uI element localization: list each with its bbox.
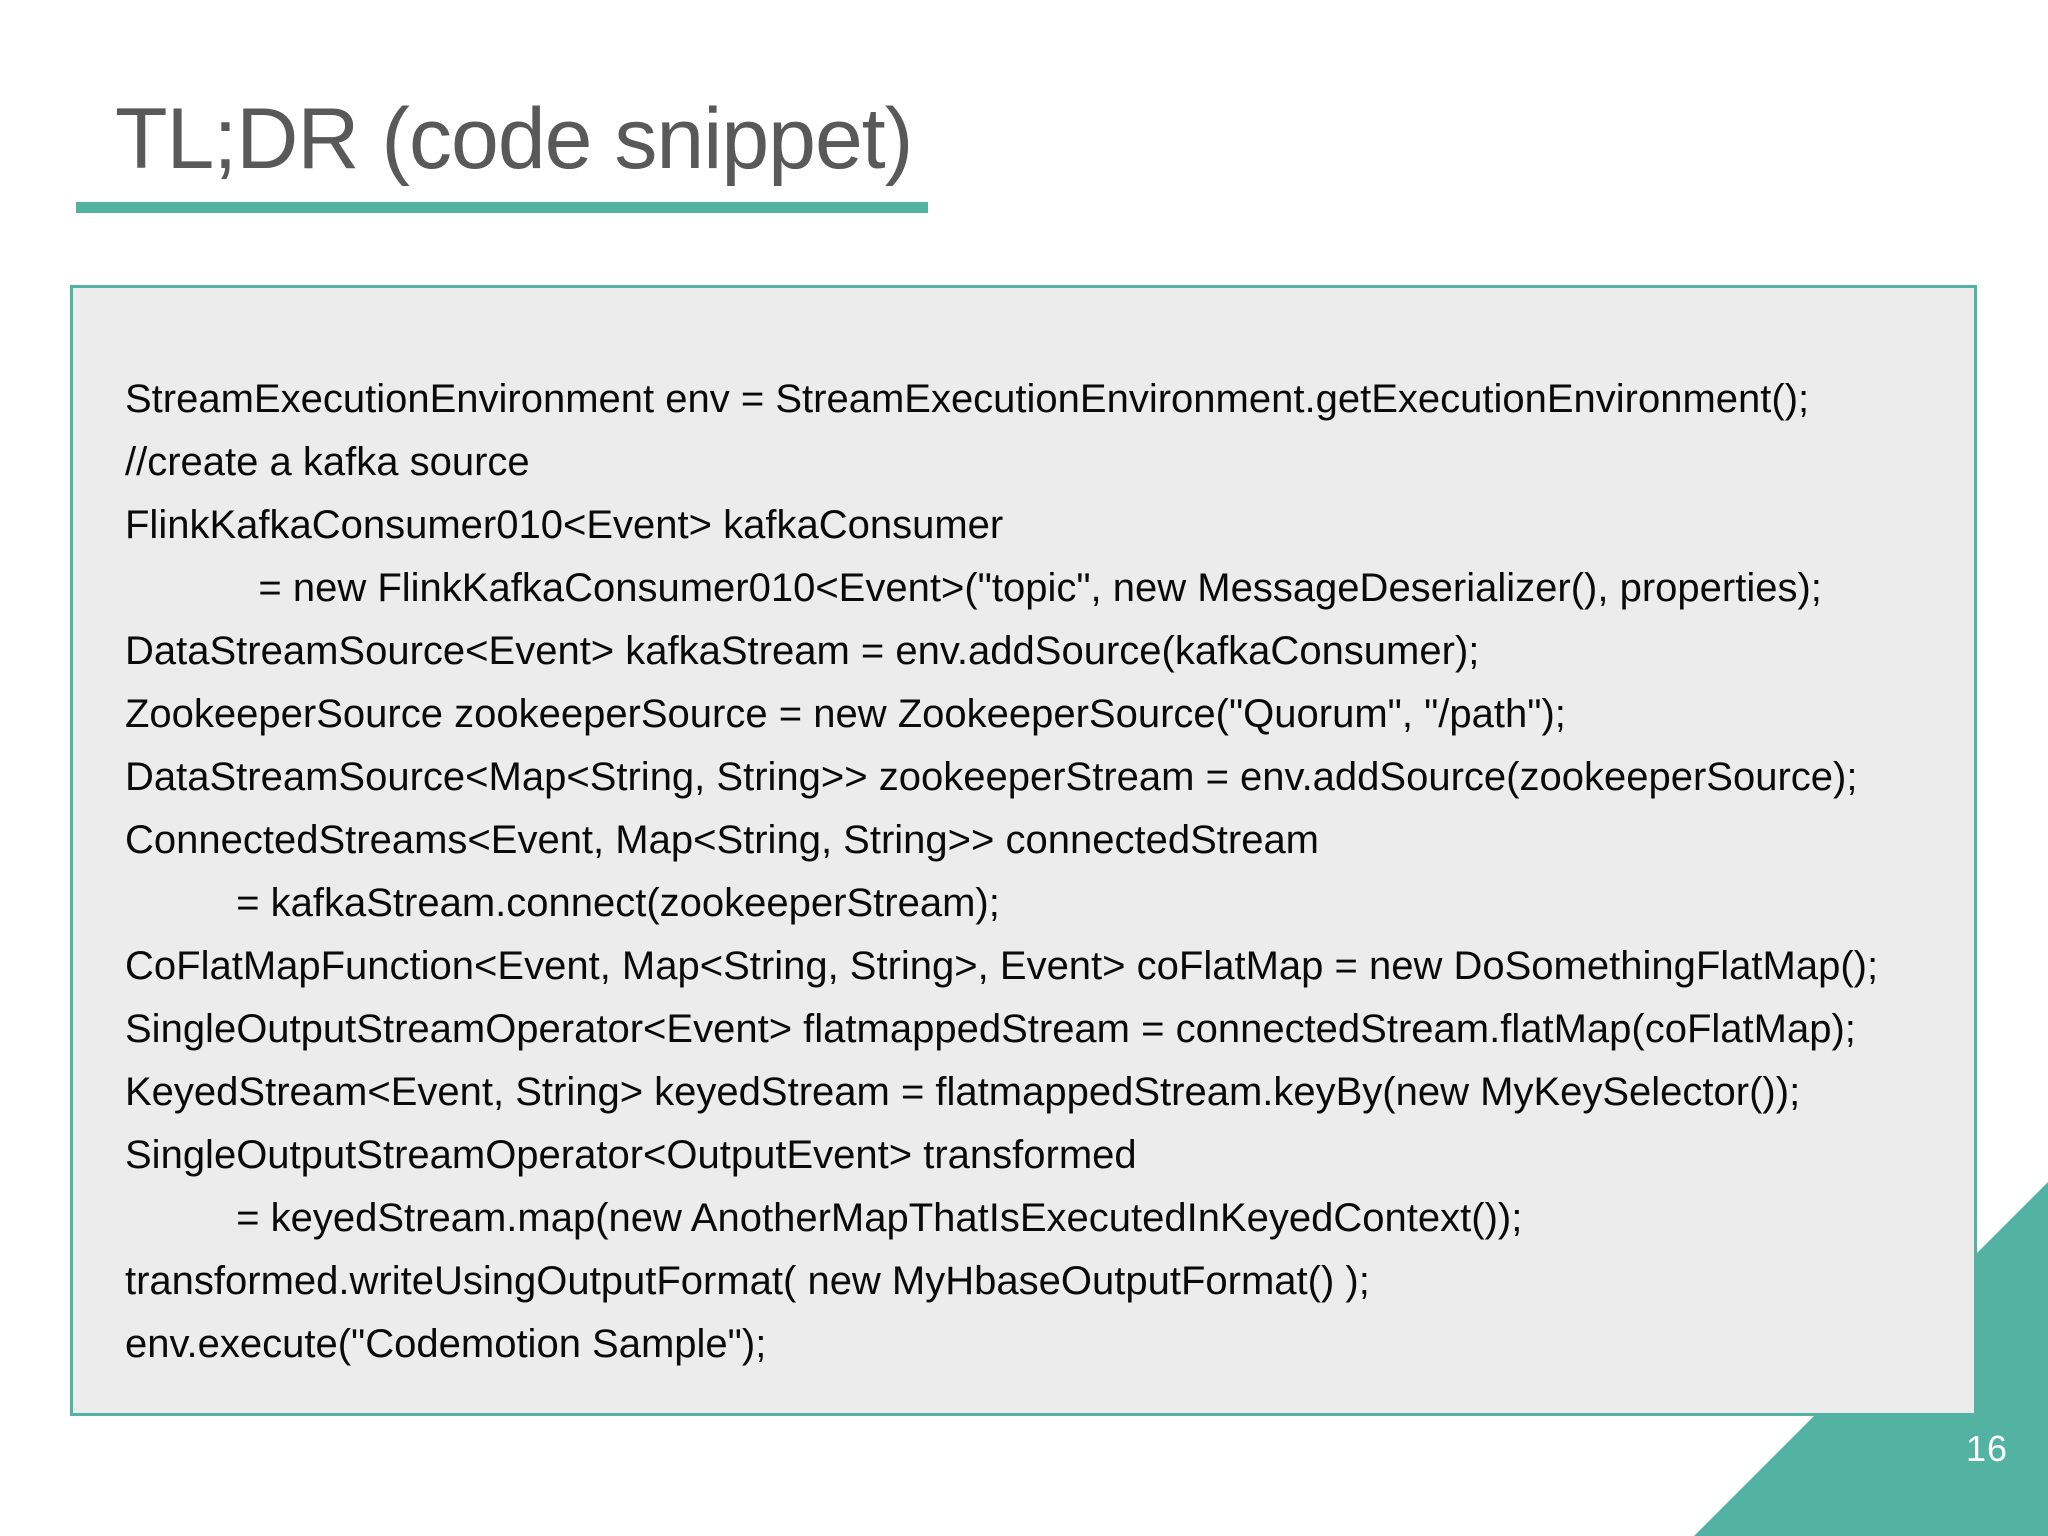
code-line: //create a kafka source bbox=[125, 440, 530, 484]
code-snippet-box: StreamExecutionEnvironment env = StreamE… bbox=[70, 285, 1977, 1416]
code-line: ConnectedStreams<Event, Map<String, Stri… bbox=[125, 818, 1320, 862]
page-number: 16 bbox=[1966, 1428, 2009, 1469]
slide-title: TL;DR (code snippet) bbox=[115, 91, 913, 187]
code-line: StreamExecutionEnvironment env = StreamE… bbox=[125, 377, 1810, 421]
code-line: CoFlatMapFunction<Event, Map<String, Str… bbox=[125, 944, 1879, 988]
title-underline bbox=[76, 202, 928, 213]
code-line: KeyedStream<Event, String> keyedStream =… bbox=[125, 1070, 1801, 1114]
code-line: = kafkaStream.connect(zookeeperStream); bbox=[125, 881, 1000, 925]
code-line: = new FlinkKafkaConsumer010<Event>("topi… bbox=[125, 566, 1822, 610]
code-line: = keyedStream.map(new AnotherMapThatIsEx… bbox=[125, 1196, 1523, 1240]
code-line: SingleOutputStreamOperator<OutputEvent> … bbox=[125, 1133, 1137, 1177]
code-line: ZookeeperSource zookeeperSource = new Zo… bbox=[125, 692, 1566, 736]
code-line: DataStreamSource<Event> kafkaStream = en… bbox=[125, 629, 1480, 673]
code-line: SingleOutputStreamOperator<Event> flatma… bbox=[125, 1007, 1856, 1051]
code-line: transformed.writeUsingOutputFormat( new … bbox=[125, 1259, 1370, 1303]
code-line: FlinkKafkaConsumer010<Event> kafkaConsum… bbox=[125, 503, 1004, 547]
code-line: env.execute("Codemotion Sample"); bbox=[125, 1322, 767, 1366]
code-line: DataStreamSource<Map<String, String>> zo… bbox=[125, 755, 1858, 799]
